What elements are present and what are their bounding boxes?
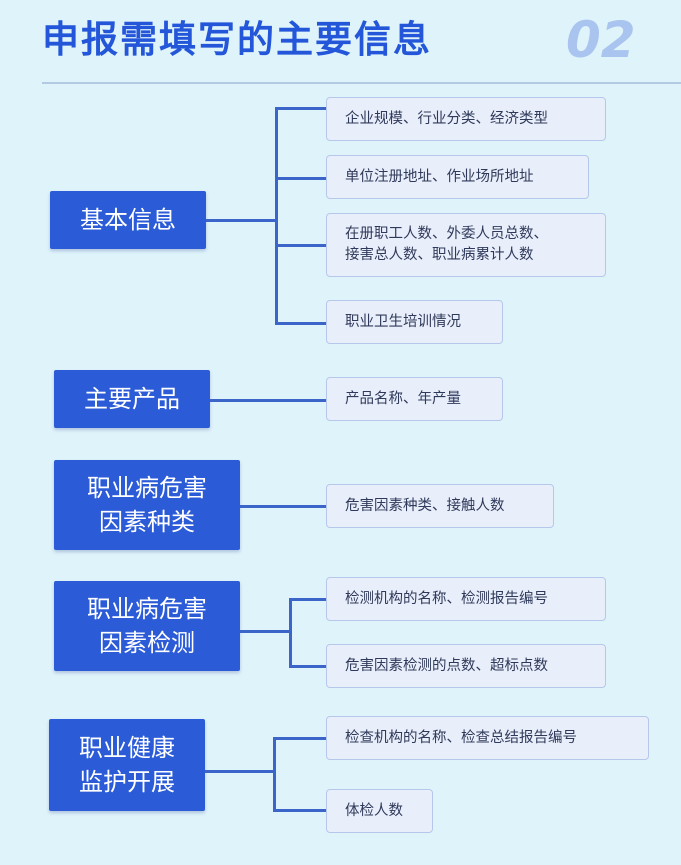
connector-line <box>275 322 326 325</box>
info-item: 企业规模、行业分类、经济类型 <box>326 97 606 141</box>
section-number: 02 <box>566 11 636 69</box>
category-basic-info: 基本信息 <box>50 191 206 249</box>
category-health-monitoring: 职业健康 监护开展 <box>49 719 205 811</box>
connector-line <box>205 770 275 773</box>
header-divider <box>42 82 681 84</box>
info-item: 体检人数 <box>326 789 433 833</box>
connector-line <box>240 630 291 633</box>
connector-line <box>289 598 292 668</box>
connector-line <box>273 737 326 740</box>
info-item: 危害因素种类、接触人数 <box>326 484 554 528</box>
connector-line <box>275 244 326 247</box>
info-item: 检测机构的名称、检测报告编号 <box>326 577 606 621</box>
category-hazard-detection: 职业病危害 因素检测 <box>54 581 240 671</box>
connector-line <box>210 399 326 402</box>
info-item: 危害因素检测的点数、超标点数 <box>326 644 606 688</box>
category-hazard-types: 职业病危害 因素种类 <box>54 460 240 550</box>
info-item: 职业卫生培训情况 <box>326 300 503 344</box>
connector-line <box>240 505 326 508</box>
connector-line <box>206 219 276 222</box>
connector-line <box>275 107 278 325</box>
info-item: 产品名称、年产量 <box>326 377 503 421</box>
connector-line <box>275 107 326 110</box>
connector-line <box>273 809 326 812</box>
connector-line <box>289 598 326 601</box>
connector-line <box>275 177 326 180</box>
info-item: 检查机构的名称、检查总结报告编号 <box>326 716 649 760</box>
info-item: 单位注册地址、作业场所地址 <box>326 155 589 199</box>
connector-line <box>273 737 276 812</box>
connector-line <box>289 665 326 668</box>
category-main-products: 主要产品 <box>54 370 210 428</box>
page-title: 申报需填写的主要信息 <box>42 18 432 61</box>
info-item: 在册职工人数、外委人员总数、 接害总人数、职业病累计人数 <box>326 213 606 277</box>
